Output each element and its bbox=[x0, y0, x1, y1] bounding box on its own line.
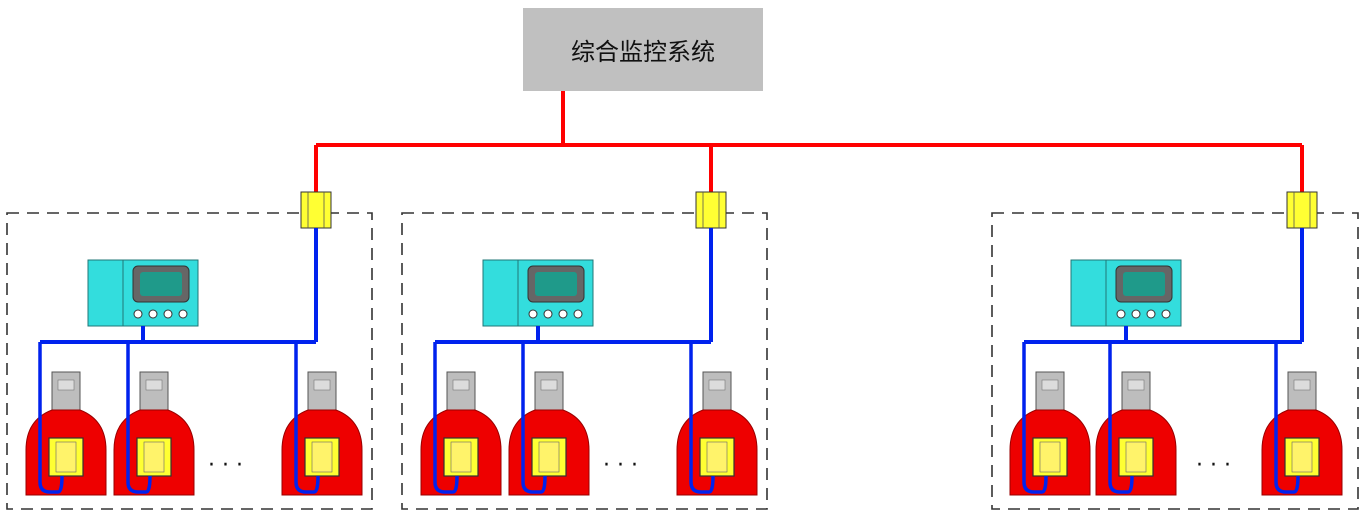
valve-label bbox=[57, 379, 75, 391]
valve-head bbox=[307, 371, 337, 413]
main-bus bbox=[316, 91, 1302, 147]
cylinder-link bbox=[126, 342, 152, 494]
valve-head bbox=[1287, 371, 1317, 413]
extinguisher-cylinder-icon bbox=[1261, 371, 1343, 496]
extinguisher-cylinder-icon bbox=[1009, 371, 1091, 496]
cylinder-link bbox=[294, 342, 320, 494]
valve-label bbox=[1293, 379, 1311, 391]
controller-button bbox=[133, 309, 143, 319]
cylinder-link bbox=[38, 342, 64, 494]
fire-controller-icon bbox=[482, 259, 594, 327]
zone-boundary bbox=[6, 212, 373, 510]
cylinder-link bbox=[1108, 342, 1134, 494]
module-face bbox=[706, 441, 728, 473]
zone-group-2: · · · bbox=[401, 145, 768, 510]
valve-label bbox=[313, 379, 331, 391]
module-face bbox=[1039, 441, 1061, 473]
valve-label bbox=[145, 379, 163, 391]
cylinder-link bbox=[1274, 342, 1300, 494]
cylinder-link bbox=[689, 342, 715, 494]
extinguisher-cylinder-icon bbox=[281, 371, 363, 496]
controller-button bbox=[1161, 309, 1171, 319]
controller-button bbox=[148, 309, 158, 319]
extinguisher-cylinder-icon bbox=[676, 371, 758, 496]
extinguisher-cylinder-icon bbox=[113, 371, 195, 496]
ellipsis-text: · · · bbox=[603, 453, 638, 478]
module-face bbox=[1291, 441, 1313, 473]
cylinder-link bbox=[433, 342, 459, 494]
controller-screen bbox=[140, 272, 182, 296]
valve-label bbox=[540, 379, 558, 391]
controller-button bbox=[543, 309, 553, 319]
valve-label bbox=[1127, 379, 1145, 391]
extinguisher-cylinder-icon bbox=[25, 371, 107, 496]
fire-controller-icon bbox=[87, 259, 199, 327]
fire-controller-icon bbox=[1070, 259, 1182, 327]
controller-button bbox=[528, 309, 538, 319]
controller-button bbox=[1131, 309, 1141, 319]
interface-module-icon bbox=[300, 191, 332, 229]
valve-head bbox=[139, 371, 169, 413]
controller-screen bbox=[535, 272, 577, 296]
valve-label bbox=[452, 379, 470, 391]
extinguisher-cylinder-icon bbox=[420, 371, 502, 496]
extinguisher-cylinder-icon bbox=[508, 371, 590, 496]
module-face bbox=[55, 441, 77, 473]
module-face bbox=[311, 441, 333, 473]
controller-screen bbox=[1123, 272, 1165, 296]
zone-boundary bbox=[401, 212, 768, 510]
valve-head bbox=[534, 371, 564, 413]
zone-boundary bbox=[991, 212, 1359, 510]
controller-button bbox=[163, 309, 173, 319]
valve-label bbox=[708, 379, 726, 391]
module-face bbox=[450, 441, 472, 473]
controller-button bbox=[178, 309, 188, 319]
controller-button bbox=[573, 309, 583, 319]
controller-button bbox=[558, 309, 568, 319]
valve-head bbox=[1035, 371, 1065, 413]
interface-module-icon bbox=[1286, 191, 1318, 229]
module-face bbox=[538, 441, 560, 473]
valve-head bbox=[1121, 371, 1151, 413]
valve-head bbox=[51, 371, 81, 413]
valve-head bbox=[446, 371, 476, 413]
zone-group-1: · · · bbox=[6, 145, 373, 510]
cylinder-link bbox=[521, 342, 547, 494]
module-face bbox=[143, 441, 165, 473]
ellipsis-text: · · · bbox=[1196, 453, 1231, 478]
controller-button bbox=[1146, 309, 1156, 319]
ellipsis-text: · · · bbox=[208, 453, 243, 478]
zone-groups: · · · · · · · · · bbox=[6, 145, 1359, 510]
controller-button bbox=[1116, 309, 1126, 319]
root-node-label: 综合监控系统 bbox=[571, 38, 715, 66]
interface-module-icon bbox=[695, 191, 727, 229]
extinguisher-cylinder-icon bbox=[1095, 371, 1177, 496]
zone-group-3: · · · bbox=[991, 145, 1359, 510]
valve-label bbox=[1041, 379, 1059, 391]
valve-head bbox=[702, 371, 732, 413]
integrated-monitoring-system-node: 综合监控系统 bbox=[523, 8, 763, 91]
cylinder-link bbox=[1022, 342, 1048, 494]
module-face bbox=[1125, 441, 1147, 473]
